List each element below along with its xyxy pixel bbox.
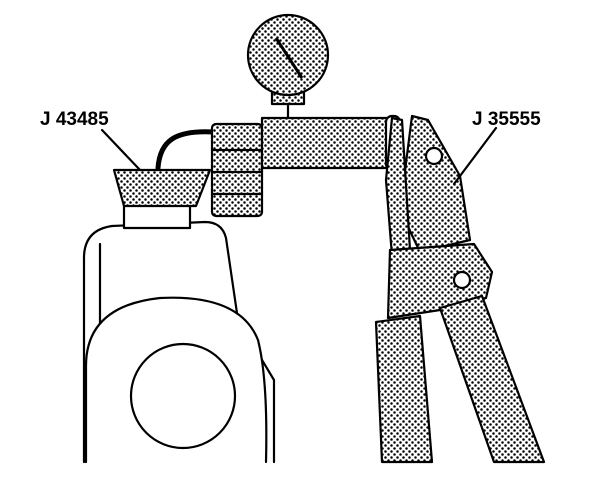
gauge-needle [274,37,304,79]
reservoir-canister [210,122,264,218]
leader-line-right [452,126,498,186]
connector-tube [260,114,402,172]
label-j43485: J 43485 [40,109,109,130]
pressure-gauge [246,13,330,97]
hose [155,129,217,171]
filler-adapter-cone [112,168,212,230]
leader-line-left [100,128,142,172]
pulley-wheel [84,296,268,464]
pliers-tool [374,114,546,464]
label-j35555: J 35555 [472,109,541,130]
